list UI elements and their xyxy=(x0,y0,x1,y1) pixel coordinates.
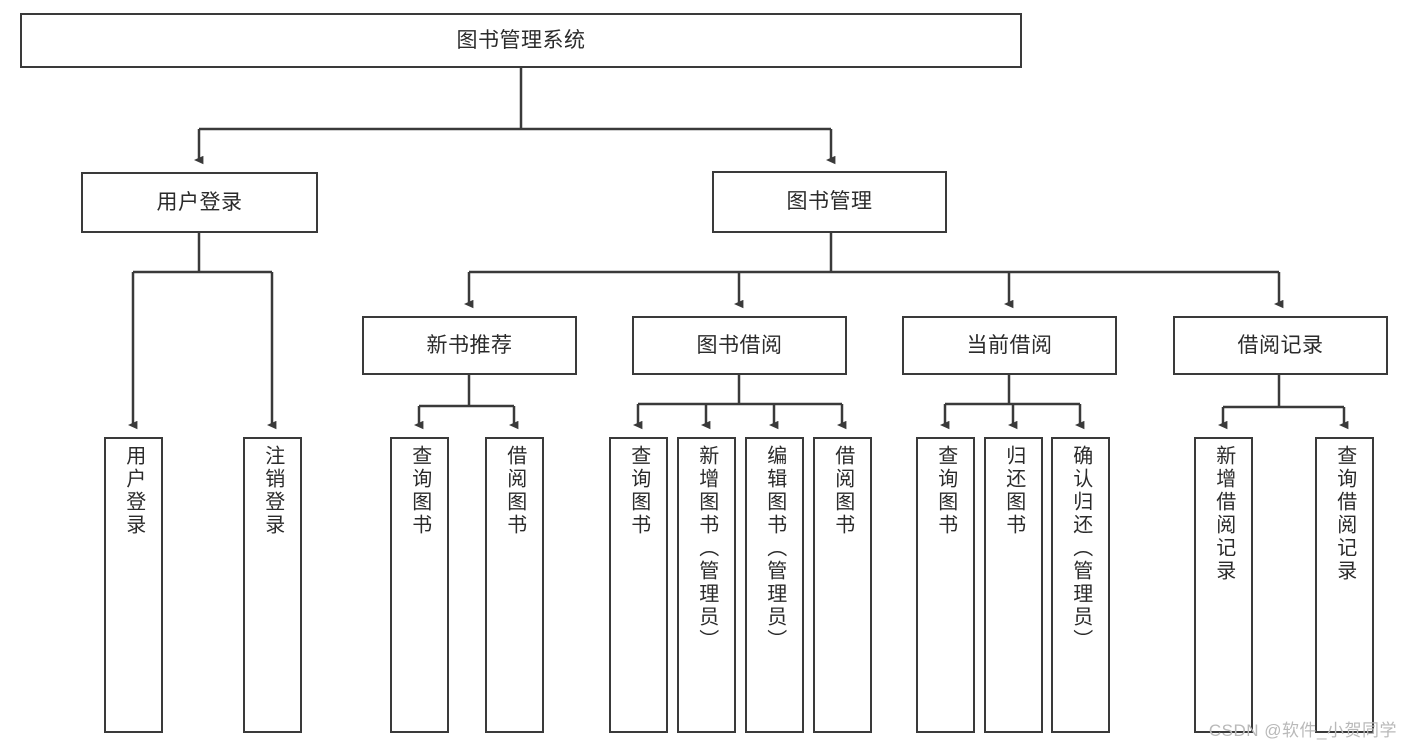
leaf-borrow-edit-book[interactable]: 编辑图书（管理员） xyxy=(745,437,804,733)
leaf-label: 借阅图书 xyxy=(503,445,526,537)
node-book-management[interactable]: 图书管理 xyxy=(712,171,947,233)
leaf-borrow-borrow-book[interactable]: 借阅图书 xyxy=(813,437,872,733)
leaf-record-add[interactable]: 新增借阅记录 xyxy=(1194,437,1253,733)
leaf-label: 新增借阅记录 xyxy=(1212,445,1235,583)
leaf-label: 新增图书（管理员） xyxy=(695,445,718,652)
leaf-new-book-query[interactable]: 查询图书 xyxy=(390,437,449,733)
leaf-label: 注销登录 xyxy=(261,445,284,537)
watermark: CSDN @软件_小贺同学 xyxy=(1208,721,1397,740)
node-borrow-record[interactable]: 借阅记录 xyxy=(1173,316,1388,375)
node-user-login[interactable]: 用户登录 xyxy=(81,172,318,233)
leaf-label: 编辑图书（管理员） xyxy=(763,445,786,652)
leaf-new-book-borrow[interactable]: 借阅图书 xyxy=(485,437,544,733)
leaf-label: 查询图书 xyxy=(408,445,431,537)
leaf-current-confirm-return[interactable]: 确认归还（管理员） xyxy=(1051,437,1110,733)
leaf-label: 归还图书 xyxy=(1002,445,1025,537)
leaf-label: 查询借阅记录 xyxy=(1333,445,1356,583)
leaf-label: 借阅图书 xyxy=(831,445,854,537)
leaf-label: 查询图书 xyxy=(934,445,957,537)
leaf-current-return-book[interactable]: 归还图书 xyxy=(984,437,1043,733)
leaf-borrow-add-book[interactable]: 新增图书（管理员） xyxy=(677,437,736,733)
node-new-book-recommend[interactable]: 新书推荐 xyxy=(362,316,577,375)
leaf-label: 确认归还（管理员） xyxy=(1069,445,1092,652)
leaf-label: 查询图书 xyxy=(627,445,650,537)
node-book-borrow[interactable]: 图书借阅 xyxy=(632,316,847,375)
leaf-record-query[interactable]: 查询借阅记录 xyxy=(1315,437,1374,733)
node-current-borrow[interactable]: 当前借阅 xyxy=(902,316,1117,375)
leaf-user-login-logout[interactable]: 注销登录 xyxy=(243,437,302,733)
leaf-user-login-login[interactable]: 用户登录 xyxy=(104,437,163,733)
leaf-borrow-query-book[interactable]: 查询图书 xyxy=(609,437,668,733)
node-root[interactable]: 图书管理系统 xyxy=(20,13,1022,68)
leaf-current-query-book[interactable]: 查询图书 xyxy=(916,437,975,733)
leaf-label: 用户登录 xyxy=(122,445,145,537)
